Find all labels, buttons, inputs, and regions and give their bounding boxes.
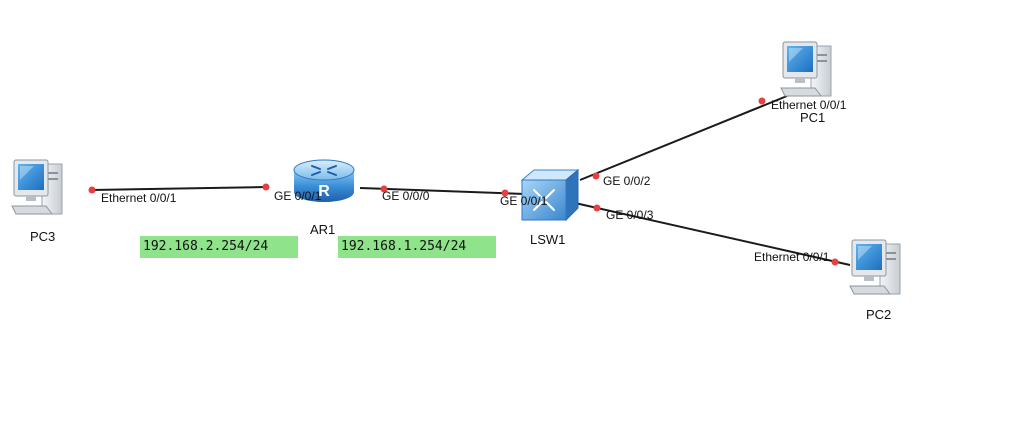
port-dot-ar1-g1 bbox=[262, 183, 270, 191]
pc-icon[interactable] bbox=[849, 239, 901, 295]
ip-label-right: 192.168.1.254/24 bbox=[341, 239, 467, 254]
port-label-ar1-g0: GE 0/0/0 bbox=[382, 189, 430, 203]
port-dot-ar1-g0 bbox=[380, 185, 388, 193]
ip-badge-bg-right bbox=[338, 236, 496, 258]
port-dot-lsw1-g2 bbox=[592, 172, 600, 180]
port-dot-pc3-eth bbox=[88, 186, 96, 194]
device-label-pc3: PC3 bbox=[30, 229, 56, 244]
device-label-ar1: AR1 bbox=[310, 222, 336, 237]
port-label-ar1-g1: GE 0/0/1 bbox=[274, 189, 322, 203]
port-dot-lsw1-g3 bbox=[593, 204, 601, 212]
pc-icon[interactable] bbox=[780, 41, 832, 97]
port-dot-pc1-eth bbox=[758, 97, 766, 105]
link-pc3-ar1 bbox=[91, 186, 267, 191]
device-label-pc1: PC1 bbox=[800, 110, 826, 125]
link-lsw1-pc2 bbox=[574, 202, 851, 266]
ip-badge-bg-left bbox=[140, 236, 298, 258]
port-dots bbox=[88, 97, 839, 266]
svg-text:R: R bbox=[318, 183, 330, 200]
switch-icon[interactable] bbox=[520, 168, 580, 222]
pc-icon[interactable] bbox=[11, 159, 63, 215]
ip-label-left: 192.168.2.254/24 bbox=[143, 239, 269, 254]
router-icon[interactable]: R bbox=[293, 159, 355, 202]
port-dot-pc2-eth bbox=[831, 258, 839, 266]
device-label-lsw1: LSW1 bbox=[530, 232, 566, 247]
device-label-pc2: PC2 bbox=[866, 307, 892, 322]
port-dot-lsw1-g1 bbox=[501, 189, 509, 197]
port-label-lsw1-g2: GE 0/0/2 bbox=[603, 174, 651, 188]
link-lsw1-pc1 bbox=[579, 95, 788, 181]
port-label-pc2-eth: Ethernet 0/0/1 bbox=[754, 250, 830, 264]
port-label-pc1-eth: Ethernet 0/0/1 bbox=[771, 98, 847, 112]
port-label-pc3-eth: Ethernet 0/0/1 bbox=[101, 191, 177, 205]
port-label-lsw1-g1: GE 0/0/1 bbox=[500, 194, 548, 208]
port-label-lsw1-g3: GE 0/0/3 bbox=[606, 208, 654, 222]
